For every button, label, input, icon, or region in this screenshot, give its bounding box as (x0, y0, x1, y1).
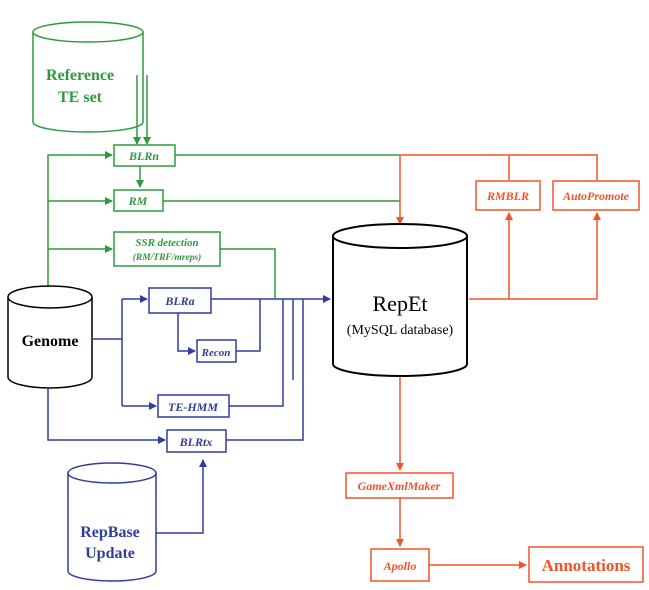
reference-te-set-database: Reference TE set (32, 21, 144, 133)
repet-subtitle: (MySQL database) (347, 323, 454, 338)
repbase-update-database: RepBase Update (67, 462, 157, 582)
ssr-label-line1: SSR detection (135, 237, 198, 249)
genome-label: Genome (22, 333, 79, 350)
blra-box: BLRa (148, 287, 212, 314)
rm-label: RM (128, 194, 148, 208)
gamexmlmaker-box: GameXmlMaker (345, 472, 454, 499)
reference-label-line1: Reference (46, 67, 114, 84)
blrn-label: BLRn (128, 149, 159, 163)
ssr-detection-box: SSR detection (RM/TRF/mreps) (113, 231, 221, 267)
genome-database: Genome (7, 285, 93, 389)
blrn-box: BLRn (113, 144, 176, 167)
rmblr-label: RMBLR (486, 189, 529, 203)
green-connectors (47, 75, 400, 298)
rmblr-box: RMBLR (475, 180, 541, 211)
repet-title: RepEt (373, 291, 428, 316)
repbase-label-line2: Update (85, 545, 135, 562)
red-connectors (396, 154, 601, 569)
ssr-label-line2: (RM/TRF/mreps) (133, 252, 202, 263)
blrtx-label: BLRtx (179, 435, 213, 449)
recon-label: Recon (201, 347, 231, 359)
rm-box: RM (113, 189, 164, 212)
autopromote-label: AutoPromote (562, 189, 630, 203)
repbase-label-line1: RepBase (80, 524, 140, 541)
annotations-label: Annotations (542, 556, 631, 575)
gamexmlmaker-label: GameXmlMaker (358, 479, 441, 493)
blrtx-box: BLRtx (166, 429, 227, 453)
recon-box: Recon (196, 339, 237, 363)
blra-label: BLRa (164, 294, 194, 308)
blue-connectors (47, 295, 331, 534)
reference-label-line2: TE set (58, 89, 103, 106)
repet-database: RepEt (MySQL database) (332, 223, 468, 377)
apollo-label: Apollo (383, 559, 417, 573)
te-hmm-label: TE-HMM (168, 400, 218, 414)
apollo-box: Apollo (370, 548, 430, 582)
autopromote-box: AutoPromote (552, 180, 640, 211)
te-hmm-box: TE-HMM (157, 394, 230, 418)
annotations-box: Annotations (528, 546, 644, 583)
